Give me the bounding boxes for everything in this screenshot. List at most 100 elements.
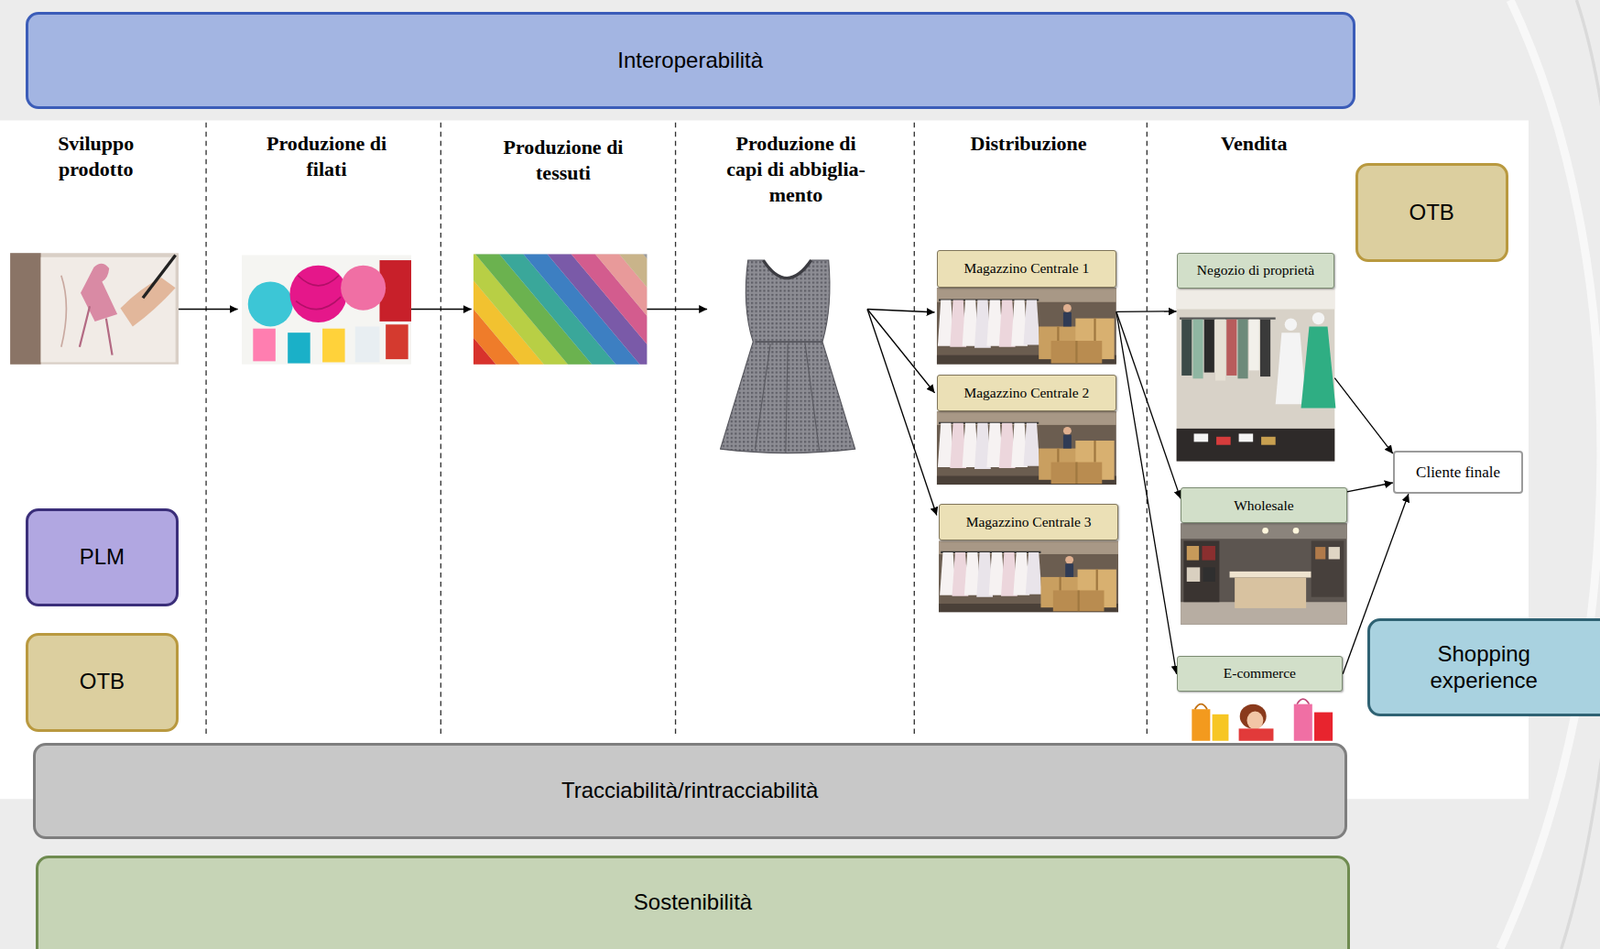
node-text: Interoperabilità	[617, 47, 763, 75]
ecommerce-photo-part	[1195, 704, 1208, 710]
box-face: PLM	[25, 508, 179, 607]
wholesale-photo-part	[1234, 577, 1307, 609]
node-text: E-commerce	[1223, 664, 1296, 683]
wholesale-photo-part	[1328, 546, 1340, 559]
plm-box: PLM	[25, 508, 179, 607]
flow-arrow-part	[411, 308, 472, 310]
store-photo-part	[1261, 436, 1276, 446]
store-photo-part	[1194, 433, 1209, 442]
store-photo-part	[1301, 326, 1337, 408]
node-text: Cliente finale	[1415, 463, 1501, 482]
column-heading: Sviluppo prodotto	[41, 130, 152, 183]
yarn-photo-part	[252, 328, 276, 362]
ecommerce-photo-part	[1314, 712, 1333, 741]
dress-figure-part	[720, 260, 856, 454]
fabric-photo	[386, 137, 741, 494]
store-photo-part	[1176, 428, 1336, 462]
store-photo-part	[1204, 319, 1215, 373]
yarn-photo-part	[322, 328, 346, 363]
sketch-photo-part	[142, 254, 176, 298]
store-photo-part	[1192, 319, 1203, 380]
store-photo-part	[1237, 319, 1248, 380]
channel-card: Wholesale	[1180, 487, 1348, 624]
flow-arrow	[178, 309, 937, 516]
store-photo-part	[1239, 433, 1254, 442]
wholesale-photo-part	[1315, 546, 1326, 559]
ecommerce-photo-part	[1191, 708, 1210, 741]
yarn-photo-part	[287, 332, 311, 363]
sketch-photo-part	[79, 305, 113, 355]
warehouse-photo	[936, 287, 1119, 612]
ecommerce-photo-part	[1294, 704, 1313, 741]
fabric-photo-part-part	[473, 253, 647, 364]
node-text: Magazzino Centrale 1	[963, 260, 1089, 278]
flow-connector	[1334, 378, 1394, 455]
layer-band: Interoperabilità	[25, 11, 1356, 109]
yarn-photo	[241, 254, 412, 364]
layer-band: Sostenibilità	[35, 855, 1350, 949]
wholesale-photo-part	[1186, 566, 1200, 582]
wholesale-photo-part	[1311, 540, 1345, 597]
box-face: Sostenibilità	[35, 855, 1350, 949]
node-text: Magazzino Centrale 3	[966, 513, 1092, 532]
slide-ground-part	[0, 119, 1529, 799]
node-text: PLM	[79, 544, 125, 571]
column-divider	[206, 122, 1147, 738]
budget-box: OTB	[25, 632, 179, 732]
fabric-photo-part	[473, 253, 647, 364]
box-face: OTB	[25, 632, 179, 732]
node-text: Sostenibilità	[633, 889, 752, 916]
store-photo-part	[1216, 436, 1231, 446]
wholesale-photo-part	[1201, 545, 1215, 561]
sketch-photo-part	[10, 252, 179, 364]
box-face: Interoperabilità	[25, 11, 1356, 109]
sketch-photo-part	[80, 263, 118, 322]
column-divider-part	[674, 122, 676, 738]
store-photo-part	[1181, 319, 1192, 376]
warehouse-card: Magazzino Centrale 2	[936, 374, 1117, 485]
sketch-photo-part	[61, 275, 67, 348]
warehouse-photo-part	[938, 540, 1119, 612]
ecommerce-photo-part	[1212, 714, 1230, 741]
ecommerce-photo-part	[1188, 694, 1338, 741]
yarn-photo-part	[340, 265, 386, 311]
node-text: OTB	[79, 668, 125, 696]
node-text: Magazzino Centrale 2	[963, 384, 1089, 403]
sketch-photo-part	[10, 252, 41, 364]
dress-figure-part	[754, 343, 819, 453]
store-photo-part	[1260, 319, 1271, 377]
sketch-photo-part	[41, 257, 176, 363]
column-heading: Produzione di filati	[253, 130, 401, 183]
channel-card: E-commerce	[1176, 655, 1344, 692]
customer-box: Cliente finale	[1393, 450, 1524, 494]
store-photo-part	[1249, 319, 1260, 371]
flow-arrow-part	[867, 309, 937, 516]
warehouse-card: Magazzino Centrale 1	[936, 250, 1117, 365]
wholesale-photo-part	[1183, 540, 1220, 602]
label-plate: Magazzino Centrale 3	[938, 503, 1119, 541]
store-photo-part	[1176, 288, 1336, 309]
yarn-photo-part	[248, 281, 294, 327]
yarn-photo-part	[289, 265, 347, 323]
fabric-photo-part-part-part	[541, 253, 647, 364]
channel-card: Negozio di proprietà	[1176, 252, 1336, 461]
sketch-photo-part	[119, 277, 175, 327]
column-heading: Produzione di capi di abbiglia- mento	[722, 130, 870, 208]
box-face: Tracciabilità/rintracciabilità	[32, 742, 1348, 839]
dress-figure-part	[762, 260, 811, 278]
fabric-photo-part-part-part	[555, 253, 647, 353]
fabric-photo-part-part-part	[527, 253, 648, 364]
node-text: Shopping experience	[1406, 641, 1562, 695]
dress-figure	[720, 260, 856, 454]
label-plate: Magazzino Centrale 2	[936, 374, 1117, 412]
column-divider-part	[1146, 122, 1148, 738]
sketch-photo	[10, 252, 179, 364]
flow-arrow-part	[867, 309, 936, 313]
wholesale-photo-part	[1293, 527, 1300, 534]
flow-arrow-part	[646, 308, 708, 310]
label-plate: Negozio di proprietà	[1176, 252, 1336, 289]
node-text: Wholesale	[1233, 497, 1294, 515]
